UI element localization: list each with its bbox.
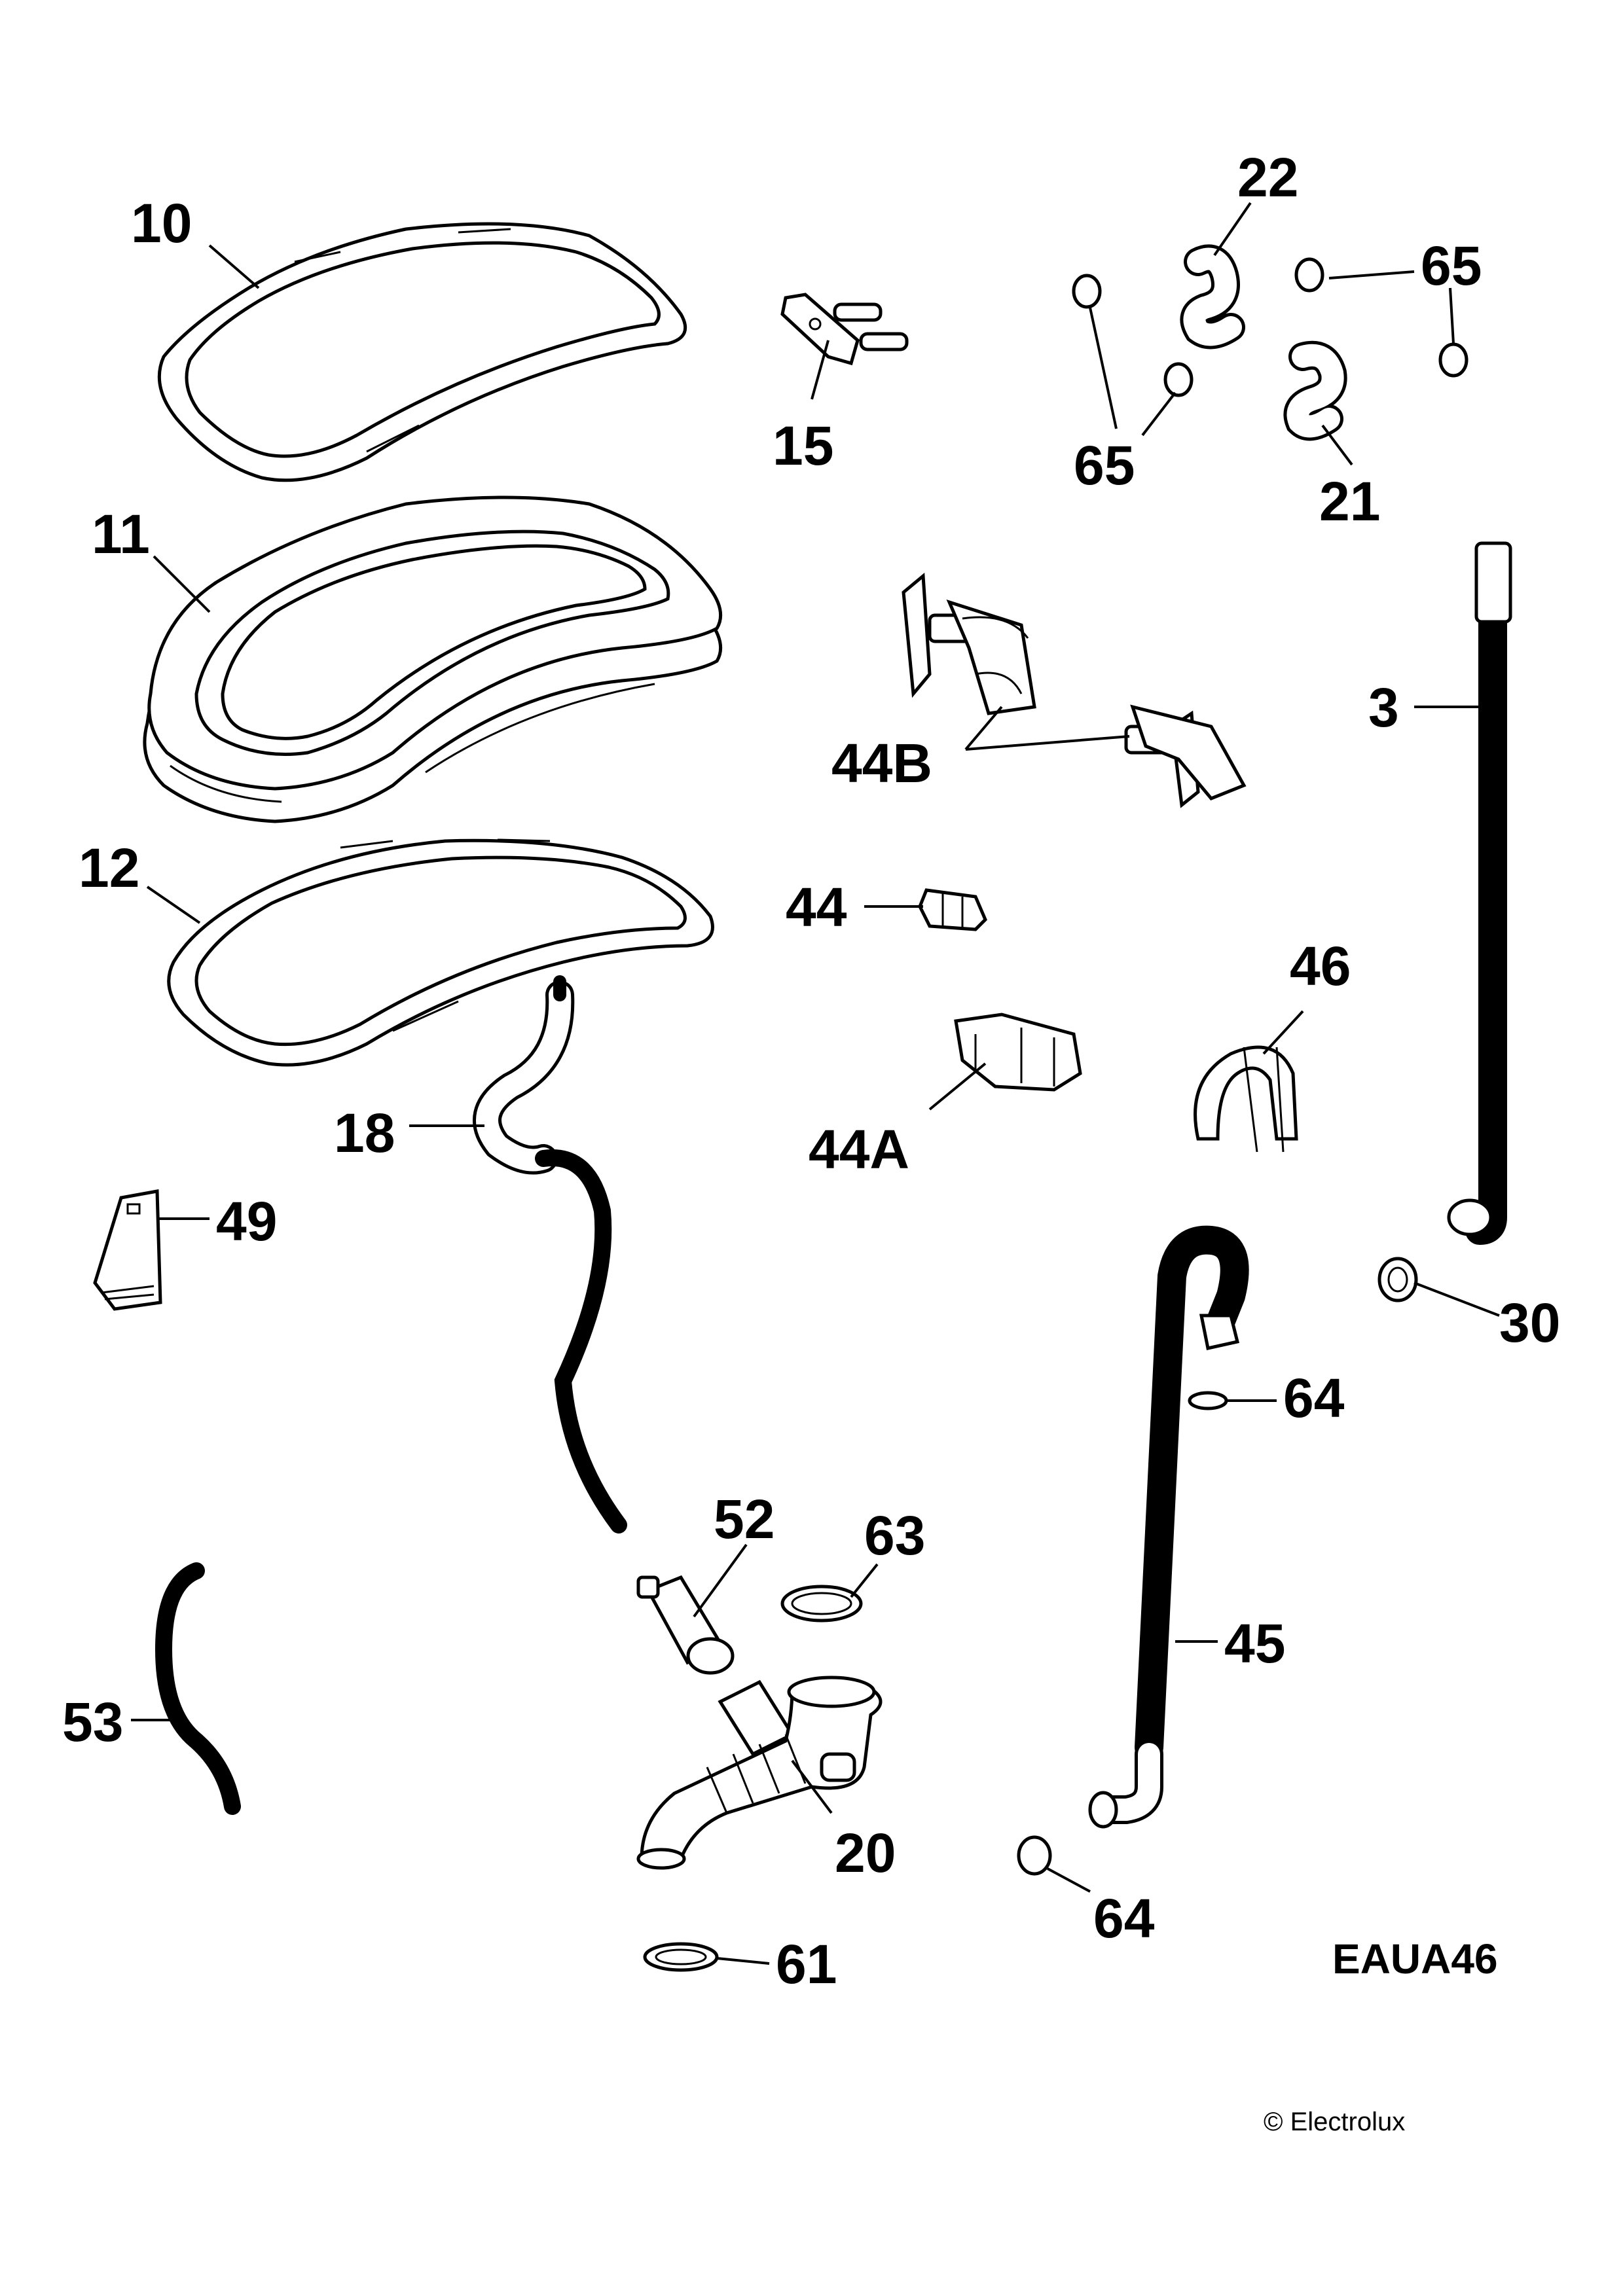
label-10: 10: [131, 192, 192, 254]
label-61: 61: [776, 1933, 837, 1995]
part-63-clamp: [780, 1585, 863, 1623]
label-12: 12: [79, 837, 139, 899]
part-65-clamps: [1072, 257, 1468, 397]
label-44: 44: [786, 876, 847, 938]
label-52: 52: [714, 1488, 775, 1550]
label-15: 15: [773, 415, 833, 476]
part-49-brush: [93, 1189, 162, 1311]
label-46: 46: [1290, 935, 1351, 997]
label-49: 49: [216, 1191, 277, 1252]
label-53: 53: [62, 1691, 123, 1753]
part-10-gasket: [157, 222, 687, 482]
part-53-hose: [155, 1562, 241, 1815]
part-3-inlet-hose: [1447, 541, 1512, 1245]
part-64-clamps: [1017, 1391, 1228, 1876]
part-44b-brackets: [902, 572, 1247, 808]
part-45-drain-hose: [1088, 1225, 1249, 1829]
part-61-clamp: [643, 1942, 719, 1972]
part-46-hose-guide: [1194, 1045, 1298, 1153]
part-15-valve: [780, 293, 909, 366]
copyright-notice: © Electrolux: [1264, 2108, 1405, 2136]
part-44a-clip: [954, 1013, 1082, 1092]
label-63: 63: [864, 1505, 925, 1566]
part-20-sump-hose: [636, 1676, 883, 1870]
label-18: 18: [334, 1102, 395, 1164]
label-30: 30: [1499, 1292, 1560, 1354]
label-11: 11: [92, 503, 150, 565]
label-44a: 44A: [809, 1119, 909, 1180]
part-44-clip: [918, 888, 987, 931]
part-22-hose: [1180, 244, 1245, 350]
part-21-hose: [1283, 340, 1347, 441]
part-labels: 10 11 12 15 22 65 65 21 3 44B 44 46 44A …: [62, 147, 1560, 2136]
label-21: 21: [1319, 471, 1380, 532]
label-65-left: 65: [1074, 435, 1135, 496]
label-64-lower: 64: [1093, 1888, 1155, 1949]
part-18-hose: [473, 975, 627, 1534]
label-65-top: 65: [1421, 235, 1482, 296]
diagram-code: EAUA46: [1332, 1935, 1498, 1982]
part-12-gasket: [167, 838, 714, 1067]
label-44b: 44B: [831, 732, 932, 794]
label-45: 45: [1224, 1613, 1285, 1674]
part-11-door-frame: [143, 495, 723, 823]
label-3: 3: [1368, 677, 1399, 738]
part-30-nut: [1377, 1257, 1418, 1302]
label-22: 22: [1237, 147, 1298, 208]
label-20: 20: [835, 1822, 896, 1884]
leader-lines: [131, 202, 1500, 1965]
part-52-connector: [636, 1575, 735, 1675]
label-64-upper: 64: [1283, 1367, 1345, 1429]
